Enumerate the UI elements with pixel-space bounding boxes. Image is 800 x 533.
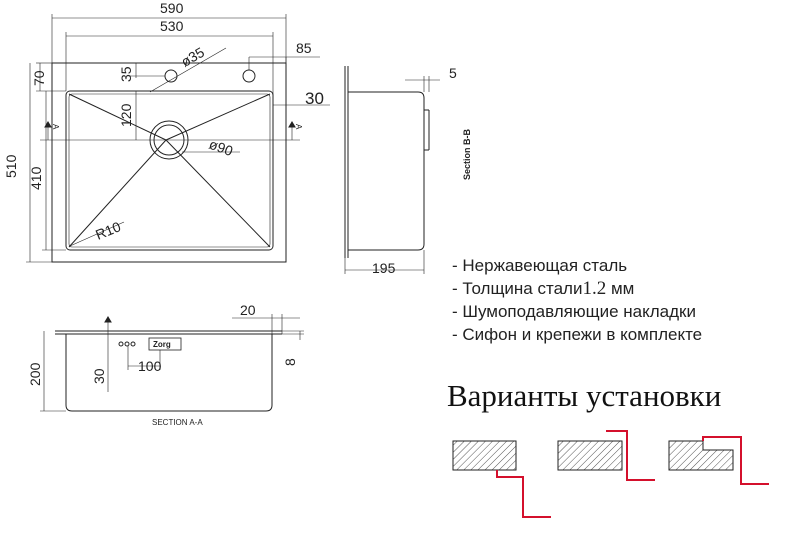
sink-outer-rim (51, 62, 287, 263)
install-variants-title: Варианты установки (447, 378, 722, 413)
section-b-label: Section B-B (462, 128, 472, 180)
brand-logo (148, 337, 182, 351)
side-section-view (344, 66, 440, 274)
dim-drain-offset: 100 (138, 358, 162, 374)
dim-drain-height: 30 (91, 368, 107, 384)
dim-rim-depth: 70 (31, 70, 47, 86)
dim-tap-hole-offset: 85 (296, 40, 312, 56)
dim-flange-width: 20 (240, 302, 256, 318)
sink-bowl (65, 90, 274, 251)
dim-bowl-width: 530 (160, 18, 184, 34)
spec-thickness: - Толщина стали1.2 мм (452, 279, 634, 299)
install-variant-flush (557, 430, 655, 481)
section-marker-left: A (51, 124, 60, 130)
tap-hole (164, 69, 178, 83)
brand-logo-text: Zorg (153, 340, 171, 349)
install-variant-overmount (452, 440, 551, 518)
section-marker-right: A (294, 124, 303, 130)
section-a-label: SECTION A-A (152, 418, 203, 427)
dim-drain-from-top: 120 (118, 103, 134, 127)
spec-thickness-unit: мм (606, 279, 635, 298)
install-variant-undermount (668, 436, 769, 485)
dim-side-width: 195 (372, 260, 396, 276)
spec-material: - Нержавеющая сталь (452, 256, 628, 275)
section-a-view (40, 314, 304, 412)
dim-drain-diameter: ø90 (207, 136, 235, 159)
spec-sound-pads: - Шумоподавляющие накладки (452, 302, 696, 321)
tap-hole-alt (242, 69, 256, 83)
dim-overall-depth: 510 (3, 154, 19, 178)
dim-bowl-inset: 30 (305, 89, 324, 108)
dim-corner-radius: R10 (93, 218, 123, 243)
spec-thickness-value: 1.2 (582, 278, 607, 299)
dim-tap-hole-from-top: 35 (118, 66, 134, 82)
dim-flange-thickness: 8 (282, 358, 298, 366)
top-view (26, 14, 330, 263)
spec-siphon: - Сифон и крепежи в комплекте (452, 325, 703, 344)
dim-overall-width: 590 (160, 0, 184, 16)
dim-side-projection: 5 (449, 65, 457, 81)
dim-tap-hole-diameter: ø35 (178, 44, 207, 70)
dim-section-height: 200 (27, 362, 43, 386)
spec-thickness-label: - Толщина стали (452, 279, 583, 298)
dim-bowl-depth: 410 (28, 166, 44, 190)
